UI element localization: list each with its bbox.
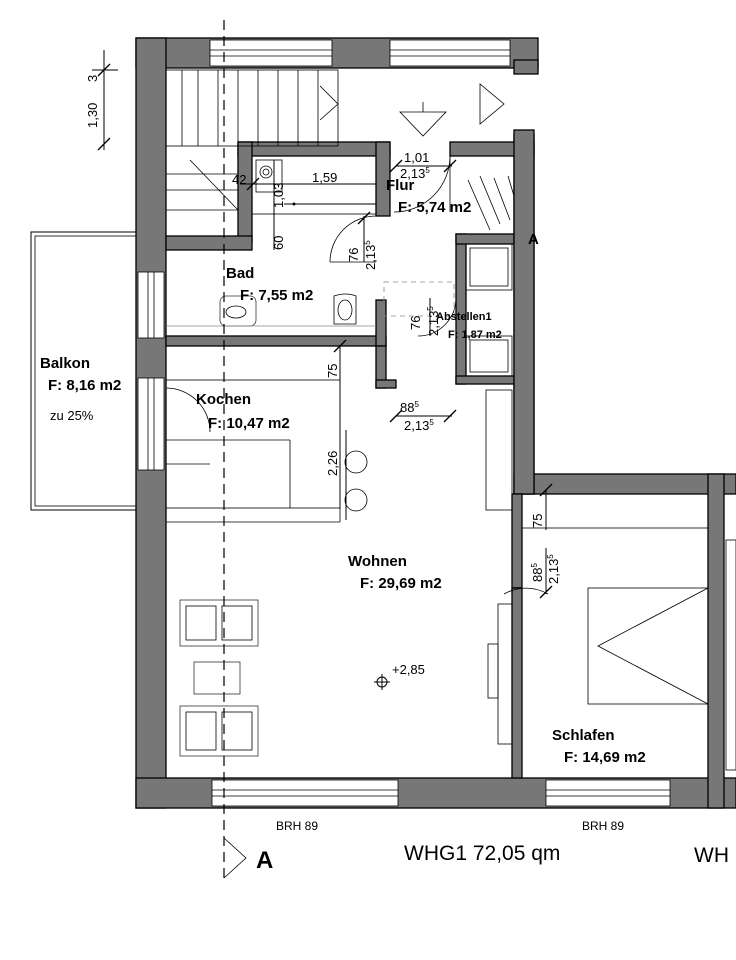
windows [137,39,736,807]
schlafen-area: F: 14,69 m2 [564,749,646,766]
dim-abst-213: 2,135 [426,306,441,336]
flur-name: Flur [386,177,414,194]
doors [165,155,549,595]
wohnen-name: Wohnen [348,553,407,570]
unit-label-cut: WH [694,844,729,867]
sill-label-right: BRH 89 [582,819,624,833]
hall-fixtures [383,175,515,511]
sill-label-left: BRH 89 [276,819,318,833]
dim-schlafen-88: 885 [530,563,545,582]
bad-name: Bad [226,265,254,282]
living-furniture [179,599,513,757]
unit-label: WHG1 72,05 qm [404,842,560,865]
bath-fixtures [166,155,377,327]
dim-bad-42: 42 [232,172,246,187]
dim-abst-76: 76 [408,316,423,330]
dim-flur-101: 1,01 [404,150,429,165]
dim-bad-103: 1,03 [271,183,286,208]
stairs [165,69,505,211]
balkon-note: zu 25% [50,408,94,423]
schlafen-name: Schlafen [552,727,615,744]
kochen-name: Kochen [196,391,251,408]
section-marker-cut: A [528,231,539,248]
level-marker [374,674,390,690]
dim-schlafen-75: 75 [530,514,545,528]
wohnen-area: F: 29,69 m2 [360,575,442,592]
dimension-lines [92,50,553,599]
balcony [30,231,138,511]
dim-kochen-75: 75 [325,364,340,378]
dim-kochen-226: 2,26 [325,451,340,476]
dim-bad-60: 60 [271,236,286,250]
kochen-area: F: 10,47 m2 [208,415,290,432]
dim-flur-213: 2,135 [400,166,430,181]
dim-door-213: 2,135 [404,418,434,433]
balkon-name: Balkon [40,355,90,372]
bad-area: F: 7,55 m2 [240,287,313,304]
dim-stair-3: 3 [85,75,100,82]
level-label: +2,85 [392,662,425,677]
abstellen-area: F: 1,87 m2 [448,329,502,341]
dim-bad-159: 1,59 [312,170,337,185]
section-marker: A [256,847,273,874]
section-line [223,20,247,880]
dim-bad-door-76: 76 [346,248,361,262]
bedroom-furniture [521,493,709,705]
abstellen-name: Abstellen1 [436,311,492,323]
flur-area: F: 5,74 m2 [398,199,471,216]
dim-schlafen-213: 2,135 [546,554,561,584]
balkon-area: F: 8,16 m2 [48,377,121,394]
dim-door-88: 885 [400,400,419,415]
dim-bad-door-213: 2,135 [363,240,378,270]
labels: 1,30 3 42 1,59 1,03 60 1,01 2,135 Flur F… [40,75,729,874]
dim-stair-height: 1,30 [85,103,100,128]
